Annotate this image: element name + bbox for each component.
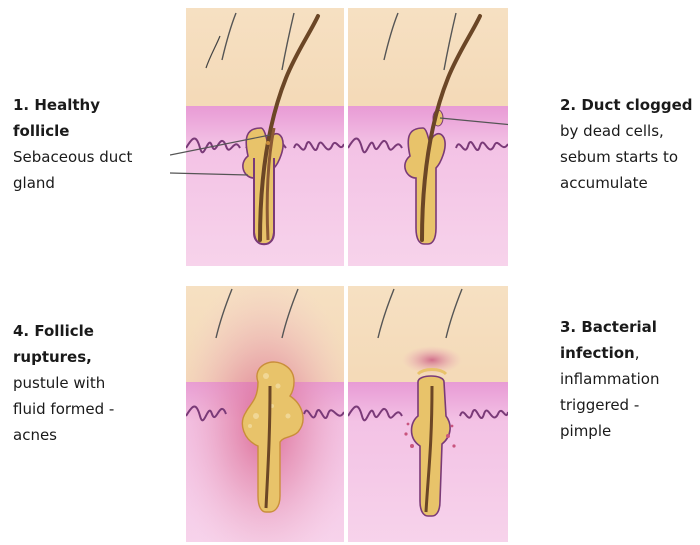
stage-4-body-line-2: fluid formed - <box>13 396 163 422</box>
stage-4-title-line-1: 4. Follicle <box>13 318 163 344</box>
stage-3-body-line-3: pimple <box>560 418 695 444</box>
stage-3-body-line-2: triggered - <box>560 392 695 418</box>
stage-1-body-line-2: gland <box>13 170 163 196</box>
stage-3-title-line-2: infection <box>560 344 635 362</box>
stage-3-title-line-1: 3. Bacterial <box>560 314 695 340</box>
panel-bacterial-infection <box>348 286 508 542</box>
stage-1-body-line-1: Sebaceous duct <box>13 144 163 170</box>
stage-1-title-line-2: follicle <box>13 118 163 144</box>
stage-3-title-suffix: , <box>635 344 640 362</box>
gland-leader-line <box>170 173 248 175</box>
duct-leader-line <box>170 135 270 155</box>
stage-2-body-line-1: by dead cells, <box>560 118 695 144</box>
stage-1-caption: 1. Healthy follicle Sebaceous duct gland <box>13 92 163 196</box>
stage-2-body-line-2: sebum starts to <box>560 144 695 170</box>
stage-1-title-line-1: 1. Healthy <box>13 92 163 118</box>
stage-2-caption: 2. Duct clogged by dead cells, sebum sta… <box>560 92 695 196</box>
stage-4-caption: 4. Follicle ruptures, pustule with fluid… <box>13 318 163 448</box>
stage-3-caption: 3. Bacterial infection, inflammation tri… <box>560 314 695 444</box>
stage-2-title-line-1: 2. Duct clogged <box>560 92 695 118</box>
stage-3-body-line-1: inflammation <box>560 366 695 392</box>
panel-follicle-ruptures <box>186 286 344 542</box>
panel-duct-clogged <box>348 8 508 266</box>
stage-2-body-line-3: accumulate <box>560 170 695 196</box>
stage-3-title-line-2-wrap: infection, <box>560 340 695 366</box>
stage-4-body-line-3: acnes <box>13 422 163 448</box>
stage-4-body-line-1: pustule with <box>13 370 163 396</box>
panel-1-leader-lines <box>170 125 280 185</box>
stage-4-title-line-2: ruptures, <box>13 344 163 370</box>
